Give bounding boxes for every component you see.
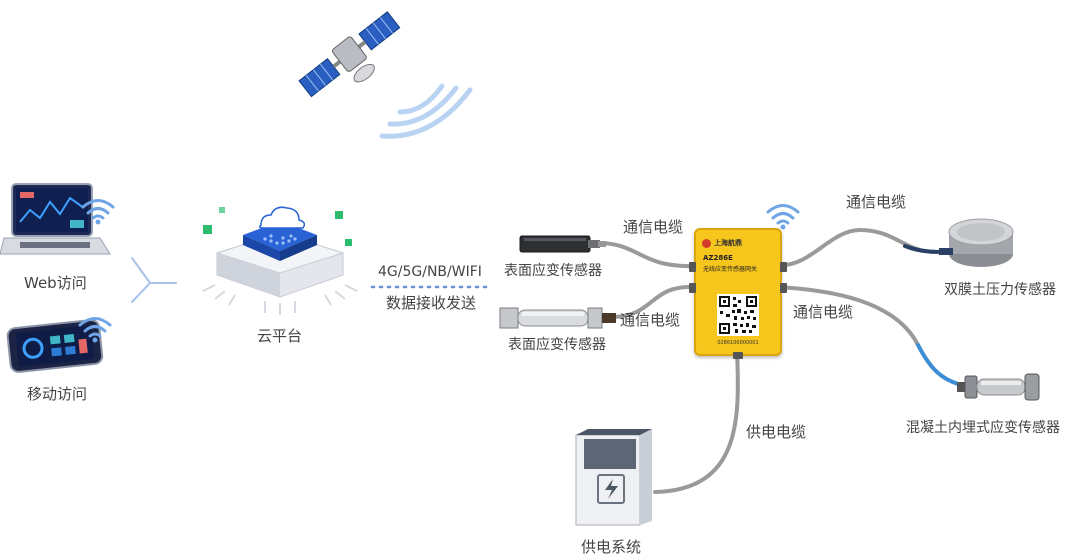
cable-embedded — [776, 285, 960, 386]
cable-embedded-blue — [916, 343, 960, 386]
cable-power — [653, 350, 740, 494]
gateway-port-left-1 — [689, 262, 696, 272]
gateway-brand-text: 上海航鼎 — [714, 239, 742, 247]
surface-strain-sensor-2-icon — [499, 307, 616, 329]
comm-cable-label-top-left: 通信电缆 — [623, 218, 684, 236]
embedded-strain-sensor-label: 混凝土内埋式应变传感器 — [906, 420, 1060, 436]
gateway-port-bottom — [733, 352, 743, 359]
power-system-label: 供电系统 — [581, 538, 642, 556]
embedded-strain-sensor-icon — [957, 373, 1040, 401]
cable-surface-1 — [596, 241, 697, 269]
mobile-access-label: 移动访问 — [27, 385, 88, 403]
gateway-port-right-1 — [780, 262, 787, 272]
power-cabinet-icon — [575, 429, 652, 526]
wifi-icon — [81, 199, 115, 225]
cloud-platform-icon — [202, 206, 358, 315]
wifi-icon — [766, 204, 800, 230]
link-function-label: 数据接收发送 — [386, 294, 477, 312]
gateway-port-left-2 — [689, 283, 696, 293]
earth-pressure-sensor-icon — [939, 218, 1014, 267]
satellite-icon — [298, 11, 401, 98]
client-splitter — [131, 257, 177, 303]
power-cable-label: 供电电缆 — [746, 423, 807, 441]
earth-pressure-sensor-label: 双膜土压力传感器 — [944, 282, 1056, 298]
mobile-phone-icon — [6, 319, 104, 373]
gateway-model: AZ286E — [703, 254, 733, 262]
web-access-label: Web访问 — [24, 274, 87, 292]
satellite-signal-icon — [379, 83, 473, 139]
laptop-icon — [0, 183, 111, 255]
cable-surface-2 — [613, 284, 697, 319]
qr-code-icon — [717, 294, 759, 336]
lightning-icon — [605, 479, 618, 499]
surface-strain-sensor-2-label: 表面应变传感器 — [508, 337, 606, 353]
brand-logo-icon — [702, 238, 711, 248]
wifi-icon — [78, 317, 112, 343]
link-protocol-label: 4G/5G/NB/WIFI — [378, 264, 482, 280]
comm-cable-label-mid-right: 通信电缆 — [793, 303, 854, 321]
cloud-platform-label: 云平台 — [257, 327, 303, 345]
gateway-device: 上海航鼎 AZ286E 无线应变传感器网关 0286100000001 — [689, 228, 787, 359]
surface-strain-sensor-1-label: 表面应变传感器 — [504, 263, 602, 279]
gateway-port-right-2 — [780, 283, 787, 293]
gateway-brand: 上海航鼎 — [702, 238, 742, 248]
comm-cable-label-mid-left: 通信电缆 — [620, 311, 681, 329]
gateway-serial: 0286100000001 — [717, 340, 759, 346]
surface-strain-sensor-1-icon — [519, 235, 606, 253]
cable-pressure-dark — [903, 244, 944, 254]
comm-cable-label-top-right: 通信电缆 — [846, 193, 907, 211]
gateway-name: 无线应变传感器网关 — [703, 266, 758, 273]
